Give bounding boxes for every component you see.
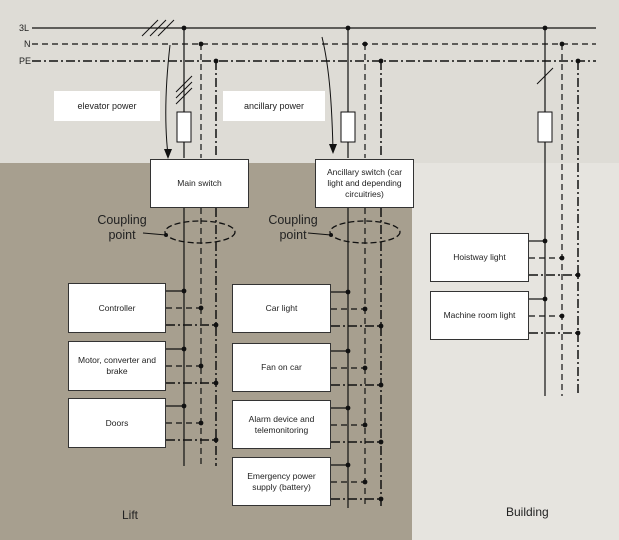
ancillary-power-callout: ancillary power (223, 91, 325, 121)
branch-junction (181, 288, 187, 294)
load-box-machine-room-light: Machine room light (430, 291, 529, 340)
ancillary-switch: Ancillary switch (car light and dependin… (315, 159, 414, 208)
load-box-controller: Controller (68, 283, 166, 333)
coupling-point-right-marker (329, 220, 401, 244)
bus-label-3l: 3L (19, 23, 30, 33)
load-box-alarm-telemonitoring: Alarm device and telemonitoring (232, 400, 331, 449)
branch-junction (213, 322, 219, 328)
load-box-hoistway-light: Hoistway light (430, 233, 529, 282)
branch-junction (198, 420, 204, 426)
branch-junction (378, 323, 384, 329)
building-fuse (537, 111, 553, 143)
building-area (412, 163, 619, 540)
branch-junction (345, 348, 351, 354)
branch-junction (213, 437, 219, 443)
coupling-point-right-label: Coupling point (268, 213, 318, 242)
branch-junction (362, 479, 368, 485)
branch-junction (378, 382, 384, 388)
main-switch: Main switch (150, 159, 249, 208)
branch-junction (181, 403, 187, 409)
branch-junction (345, 289, 351, 295)
branch-junction (559, 313, 565, 319)
branch-junction (345, 405, 351, 411)
three-phase-marks (141, 19, 175, 37)
branch-junction (198, 305, 204, 311)
branch-junction (542, 238, 548, 244)
main-fuse (176, 111, 192, 143)
ancillary-fuse (340, 111, 356, 143)
bus-label-n: N (24, 39, 31, 49)
load-box-fan-on-car: Fan on car (232, 343, 331, 392)
branch-junction (575, 330, 581, 336)
branch-junction (559, 255, 565, 261)
branch-junction (362, 365, 368, 371)
load-box-car-light: Car light (232, 284, 331, 333)
load-box-motor-converter-brake: Motor, converter and brake (68, 341, 166, 391)
area-label-lift: Lift (122, 508, 139, 522)
coupling-point-left-label: Coupling point (97, 213, 147, 242)
branch-junction (181, 346, 187, 352)
branch-junction (345, 462, 351, 468)
load-box-emergency-power-supply: Emergency power supply (battery) (232, 457, 331, 506)
branch-junction (362, 306, 368, 312)
bus-label-pe: PE (19, 56, 32, 66)
branch-junction (362, 422, 368, 428)
coupling-point-left-marker (164, 220, 236, 244)
branch-junction (213, 380, 219, 386)
branch-junction (542, 296, 548, 302)
branch-junction (575, 272, 581, 278)
arrow-heads (164, 144, 337, 159)
load-box-doors: Doors (68, 398, 166, 448)
elevator-power-callout: elevator power (54, 91, 160, 121)
branch-junction (198, 363, 204, 369)
branch-junction (378, 496, 384, 502)
area-label-building: Building (506, 505, 549, 519)
feed-arrows (165, 36, 334, 156)
bus-junctions (181, 25, 581, 64)
branch-junction (378, 439, 384, 445)
